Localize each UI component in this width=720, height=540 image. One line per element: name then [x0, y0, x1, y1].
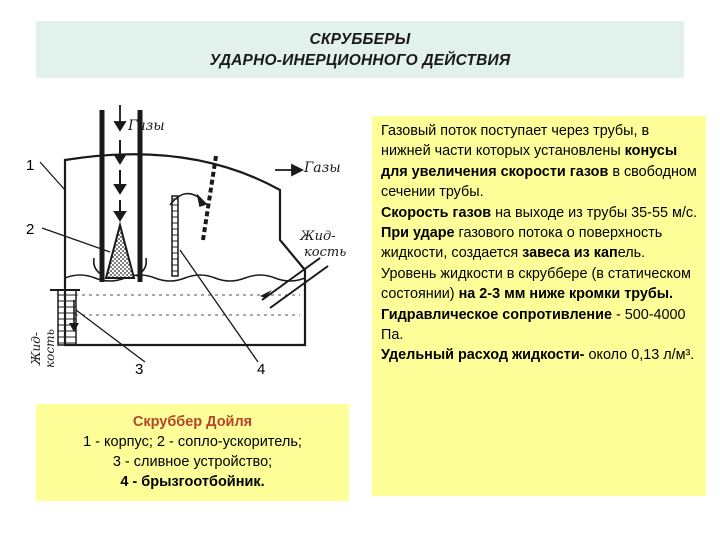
scrubber-diagram: Газы Газы Жид- кость Жид- кость	[29, 105, 346, 368]
splash-deflector	[171, 155, 218, 277]
splash-arrows	[92, 192, 208, 277]
caption-box: Скруббер Дойля 1 - корпус; 2 - сопло-уск…	[36, 404, 349, 501]
liquid-out-label-2: кость	[43, 329, 57, 368]
info-paragraph-4: Уровень жидкости в скруббере (в статичес…	[381, 264, 698, 305]
caption-title: Скруббер Дойля	[132, 414, 253, 430]
nozzle-cone	[104, 221, 136, 279]
info-text: Газовый поток поступает через трубы, в н…	[381, 123, 650, 160]
info-paragraph-5: Гидравлическое сопротивление - 500-4000 …	[381, 305, 698, 346]
caption-line-2: 3 - сливное устройство;	[112, 454, 273, 470]
info-text: в свободном сечении трубы.	[381, 163, 697, 201]
liquid-inlet-pipe	[260, 257, 329, 309]
info-text: газового потока о поверхность жидкости, …	[381, 225, 663, 262]
info-paragraph-3: При ударе газового потока о поверхность …	[381, 223, 698, 264]
info-emphasis: Гидравлическое сопротивление	[381, 306, 612, 323]
info-emphasis: на 2-3 мм ниже кромки трубы.	[458, 286, 674, 303]
gas-out-arrow	[275, 163, 305, 177]
info-emphasis: Удельный расход жидкости-	[381, 347, 585, 364]
gas-in-arrow	[113, 105, 127, 132]
info-text: Уровень жидкости в скруббере (в статичес…	[381, 265, 691, 303]
info-emphasis: конусы для увеличения скорости газов	[381, 143, 678, 180]
caption-line-3: 4 - брызгоотбойник.	[120, 474, 265, 490]
info-emphasis: завеса из кап	[522, 245, 618, 262]
info-paragraph-2: Скорость газов на выходе из трубы 35-55 …	[381, 203, 698, 223]
gas-pipe	[99, 110, 143, 282]
label-number-2: 2	[26, 221, 35, 238]
label-number-1: 1	[26, 157, 35, 174]
gas-in-label: Газы	[127, 118, 165, 134]
gas-in-arrows	[113, 140, 127, 222]
title-banner: СКРУББЕРЫ УДАРНО-ИНЕРЦИОННОГО ДЕЙСТВИЯ	[36, 21, 684, 78]
info-paragraph-6: Удельный расход жидкости- около 0,13 л/м…	[381, 345, 698, 365]
label-number-3: 3	[135, 361, 144, 378]
info-text: ель.	[617, 245, 646, 262]
title-line-2: УДАРНО-ИНЕРЦИОННОГО ДЕЙСТВИЯ	[209, 51, 511, 69]
info-emphasis: При ударе	[381, 225, 455, 242]
info-text: около 0,13 л/м³.	[584, 347, 695, 364]
info-box: Газовый поток поступает через трубы, в н…	[372, 116, 706, 496]
info-text: на выходе из трубы 35-55 м/с.	[491, 204, 698, 221]
info-paragraph-1: Газовый поток поступает через трубы, в н…	[381, 121, 698, 203]
liquid-out-label-1: Жид-	[29, 332, 43, 366]
leader-lines	[39, 161, 259, 363]
caption-line-1: 1 - корпус; 2 - сопло-ускоритель;	[83, 434, 302, 450]
liquid-in-label-1: Жид-	[299, 229, 336, 244]
gas-out-label: Газы	[303, 160, 341, 176]
title-line-1: СКРУББЕРЫ	[309, 30, 411, 48]
liquid-in-label-2: кость	[304, 245, 346, 260]
info-emphasis: Скорость газов	[381, 204, 492, 221]
info-text: - 500-4000 Па.	[381, 306, 686, 344]
label-number-4: 4	[257, 361, 266, 378]
drain-device	[50, 289, 80, 346]
